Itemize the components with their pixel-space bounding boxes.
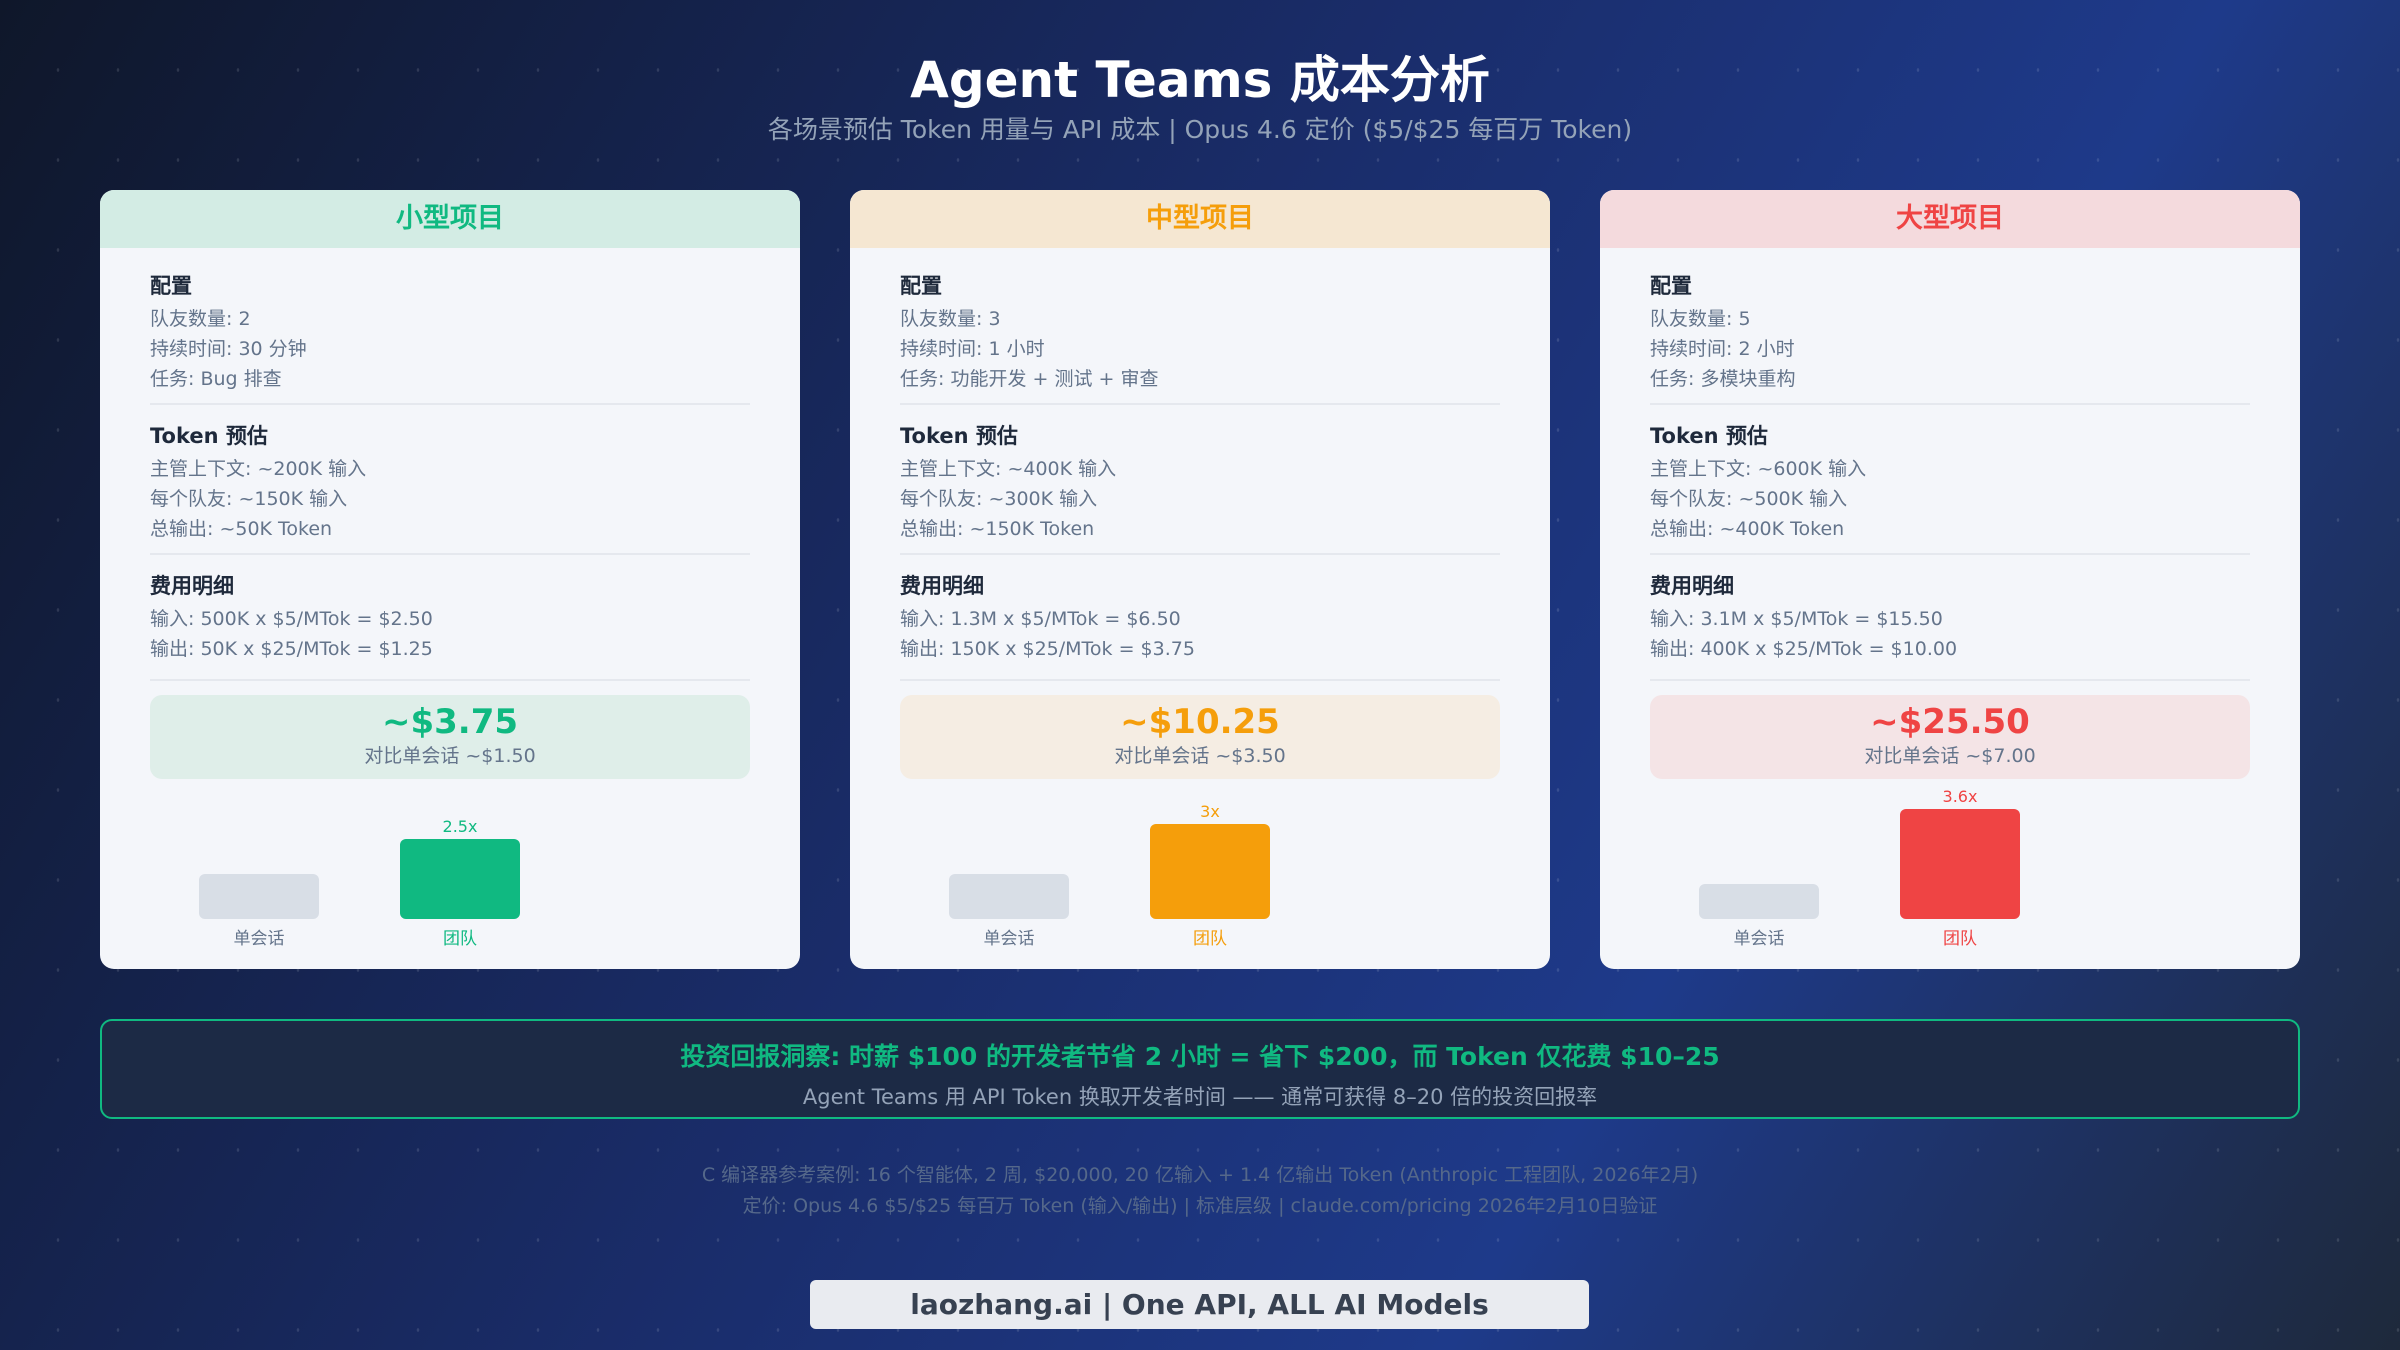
config-section: 配置队友数量: 2 持续时间: 30 分钟任务: Bug 排查 (150, 270, 750, 394)
cost-line: 输入: 1.3M x $5/MTok = $6.50 (900, 608, 1181, 630)
token-title: Token 预估 (150, 424, 268, 448)
page-subtitle: 各场景预估 Token 用量与 API 成本 | Opus 4.6 定价 ($5… (767, 115, 1633, 144)
divider (150, 679, 750, 681)
cost-line: 输入: 500K x $5/MTok = $2.50 (150, 608, 433, 630)
single-session-label: 单会话 (983, 929, 1035, 949)
total-cost: ~$10.25 (1120, 702, 1280, 742)
divider (900, 403, 1500, 405)
team-bar (400, 839, 520, 919)
divider (1650, 679, 2250, 681)
cost-section: 费用明细输入: 3.1M x $5/MTok = $15.50 输出: 400K … (1650, 570, 2250, 664)
insight-detail: Agent Teams 用 API Token 换取开发者时间 —— 通常可获得… (802, 1085, 1598, 1109)
config-line: 任务: Bug 排查 (150, 368, 282, 390)
token-line: 主管上下文: ~400K 输入 (900, 458, 1117, 480)
single-session-compare: 对比单会话 ~$1.50 (364, 745, 536, 767)
config-title: 配置 (1650, 274, 1692, 298)
cost-title: 费用明细 (150, 574, 234, 598)
single-session-bar (949, 874, 1069, 919)
divider (1650, 403, 2250, 405)
divider (150, 553, 750, 555)
cost-title: 费用明细 (1650, 574, 1734, 598)
config-line: 队友数量: 3 (900, 308, 1001, 330)
cost-line: 输出: 150K x $25/MTok = $3.75 (900, 638, 1195, 660)
divider (900, 553, 1500, 555)
token-line: 总输出: ~400K Token (1650, 518, 1845, 540)
config-line: 队友数量: 5 (1650, 308, 1751, 330)
card-title: 小型项目 (100, 190, 800, 248)
token-line: 主管上下文: ~200K 输入 (150, 458, 367, 480)
config-line: 任务: 多模块重构 (1650, 368, 1796, 390)
config-title: 配置 (900, 274, 942, 298)
single-session-label: 单会话 (233, 929, 285, 949)
token-line: 总输出: ~50K Token (150, 518, 333, 540)
brand-banner: laozhang.ai | One API, ALL AI Models (810, 1280, 1589, 1329)
footnote-pricing: 定价: Opus 4.6 $5/$25 每百万 Token (输入/输出) | … (742, 1195, 1658, 1217)
config-section: 配置队友数量: 5 持续时间: 2 小时任务: 多模块重构 (1650, 270, 2250, 394)
single-session-bar (1699, 884, 1819, 919)
divider (1650, 553, 2250, 555)
team-bar (1150, 824, 1270, 919)
page-title: Agent Teams 成本分析 (910, 51, 1490, 109)
config-line: 任务: 功能开发 + 测试 + 审查 (900, 368, 1159, 390)
single-session-bar (199, 874, 319, 919)
token-title: Token 预估 (900, 424, 1018, 448)
multiplier-label: 3x (1200, 802, 1220, 821)
token-line: 每个队友: ~500K 输入 (1650, 488, 1848, 510)
card-title: 大型项目 (1600, 190, 2300, 248)
footnote-reference: C 编译器参考案例: 16 个智能体, 2 周, $20,000, 20 亿输入… (701, 1164, 1699, 1186)
divider (150, 403, 750, 405)
token-section: Token 预估主管上下文: ~400K 输入每个队友: ~300K 输入总输出… (900, 420, 1500, 544)
multiplier-label: 2.5x (442, 817, 478, 836)
card-title: 中型项目 (850, 190, 1550, 248)
config-line: 持续时间: 1 小时 (900, 338, 1045, 360)
card-large-project: 大型项目 配置队友数量: 5 持续时间: 2 小时任务: 多模块重构 Token … (1600, 190, 2300, 969)
config-line: 持续时间: 2 小时 (1650, 338, 1795, 360)
token-line: 总输出: ~150K Token (900, 518, 1095, 540)
card-medium-project: 中型项目 配置队友数量: 3 持续时间: 1 小时任务: 功能开发 + 测试 + … (850, 190, 1550, 969)
token-line: 每个队友: ~150K 输入 (150, 488, 348, 510)
team-label: 团队 (443, 929, 477, 949)
total-summary: ~$10.25 对比单会话 ~$3.50 (900, 695, 1500, 779)
team-bar (1900, 809, 2020, 919)
cost-line: 输出: 50K x $25/MTok = $1.25 (150, 638, 433, 660)
cost-section: 费用明细输入: 1.3M x $5/MTok = $6.50 输出: 150K x… (900, 570, 1500, 664)
token-line: 每个队友: ~300K 输入 (900, 488, 1098, 510)
card-small-project: 小型项目 配置队友数量: 2 持续时间: 30 分钟任务: Bug 排查 Toke… (100, 190, 800, 969)
config-line: 队友数量: 2 (150, 308, 251, 330)
insight-headline: 投资回报洞察: 时薪 $100 的开发者节省 2 小时 = 省下 $200，而 … (680, 1042, 1720, 1071)
config-section: 配置队友数量: 3 持续时间: 1 小时任务: 功能开发 + 测试 + 审查 (900, 270, 1500, 394)
token-line: 主管上下文: ~600K 输入 (1650, 458, 1867, 480)
total-summary: ~$3.75 对比单会话 ~$1.50 (150, 695, 750, 779)
token-section: Token 预估主管上下文: ~600K 输入每个队友: ~500K 输入总输出… (1650, 420, 2250, 544)
config-title: 配置 (150, 274, 192, 298)
cost-line: 输出: 400K x $25/MTok = $10.00 (1650, 638, 1958, 660)
token-title: Token 预估 (1650, 424, 1768, 448)
token-section: Token 预估主管上下文: ~200K 输入每个队友: ~150K 输入总输出… (150, 420, 750, 544)
cost-section: 费用明细输入: 500K x $5/MTok = $2.50 输出: 50K x … (150, 570, 750, 664)
roi-insight-box: 投资回报洞察: 时薪 $100 的开发者节省 2 小时 = 省下 $200，而 … (100, 1019, 2300, 1119)
cost-title: 费用明细 (900, 574, 984, 598)
single-session-label: 单会话 (1733, 929, 1785, 949)
total-summary: ~$25.50 对比单会话 ~$7.00 (1650, 695, 2250, 779)
config-line: 持续时间: 30 分钟 (150, 338, 307, 360)
single-session-compare: 对比单会话 ~$3.50 (1114, 745, 1286, 767)
divider (900, 679, 1500, 681)
total-cost: ~$3.75 (381, 702, 519, 742)
team-label: 团队 (1943, 929, 1977, 949)
team-label: 团队 (1193, 929, 1227, 949)
single-session-compare: 对比单会话 ~$7.00 (1864, 745, 2036, 767)
multiplier-label: 3.6x (1942, 787, 1978, 806)
total-cost: ~$25.50 (1870, 702, 2030, 742)
cost-line: 输入: 3.1M x $5/MTok = $15.50 (1650, 608, 1943, 630)
